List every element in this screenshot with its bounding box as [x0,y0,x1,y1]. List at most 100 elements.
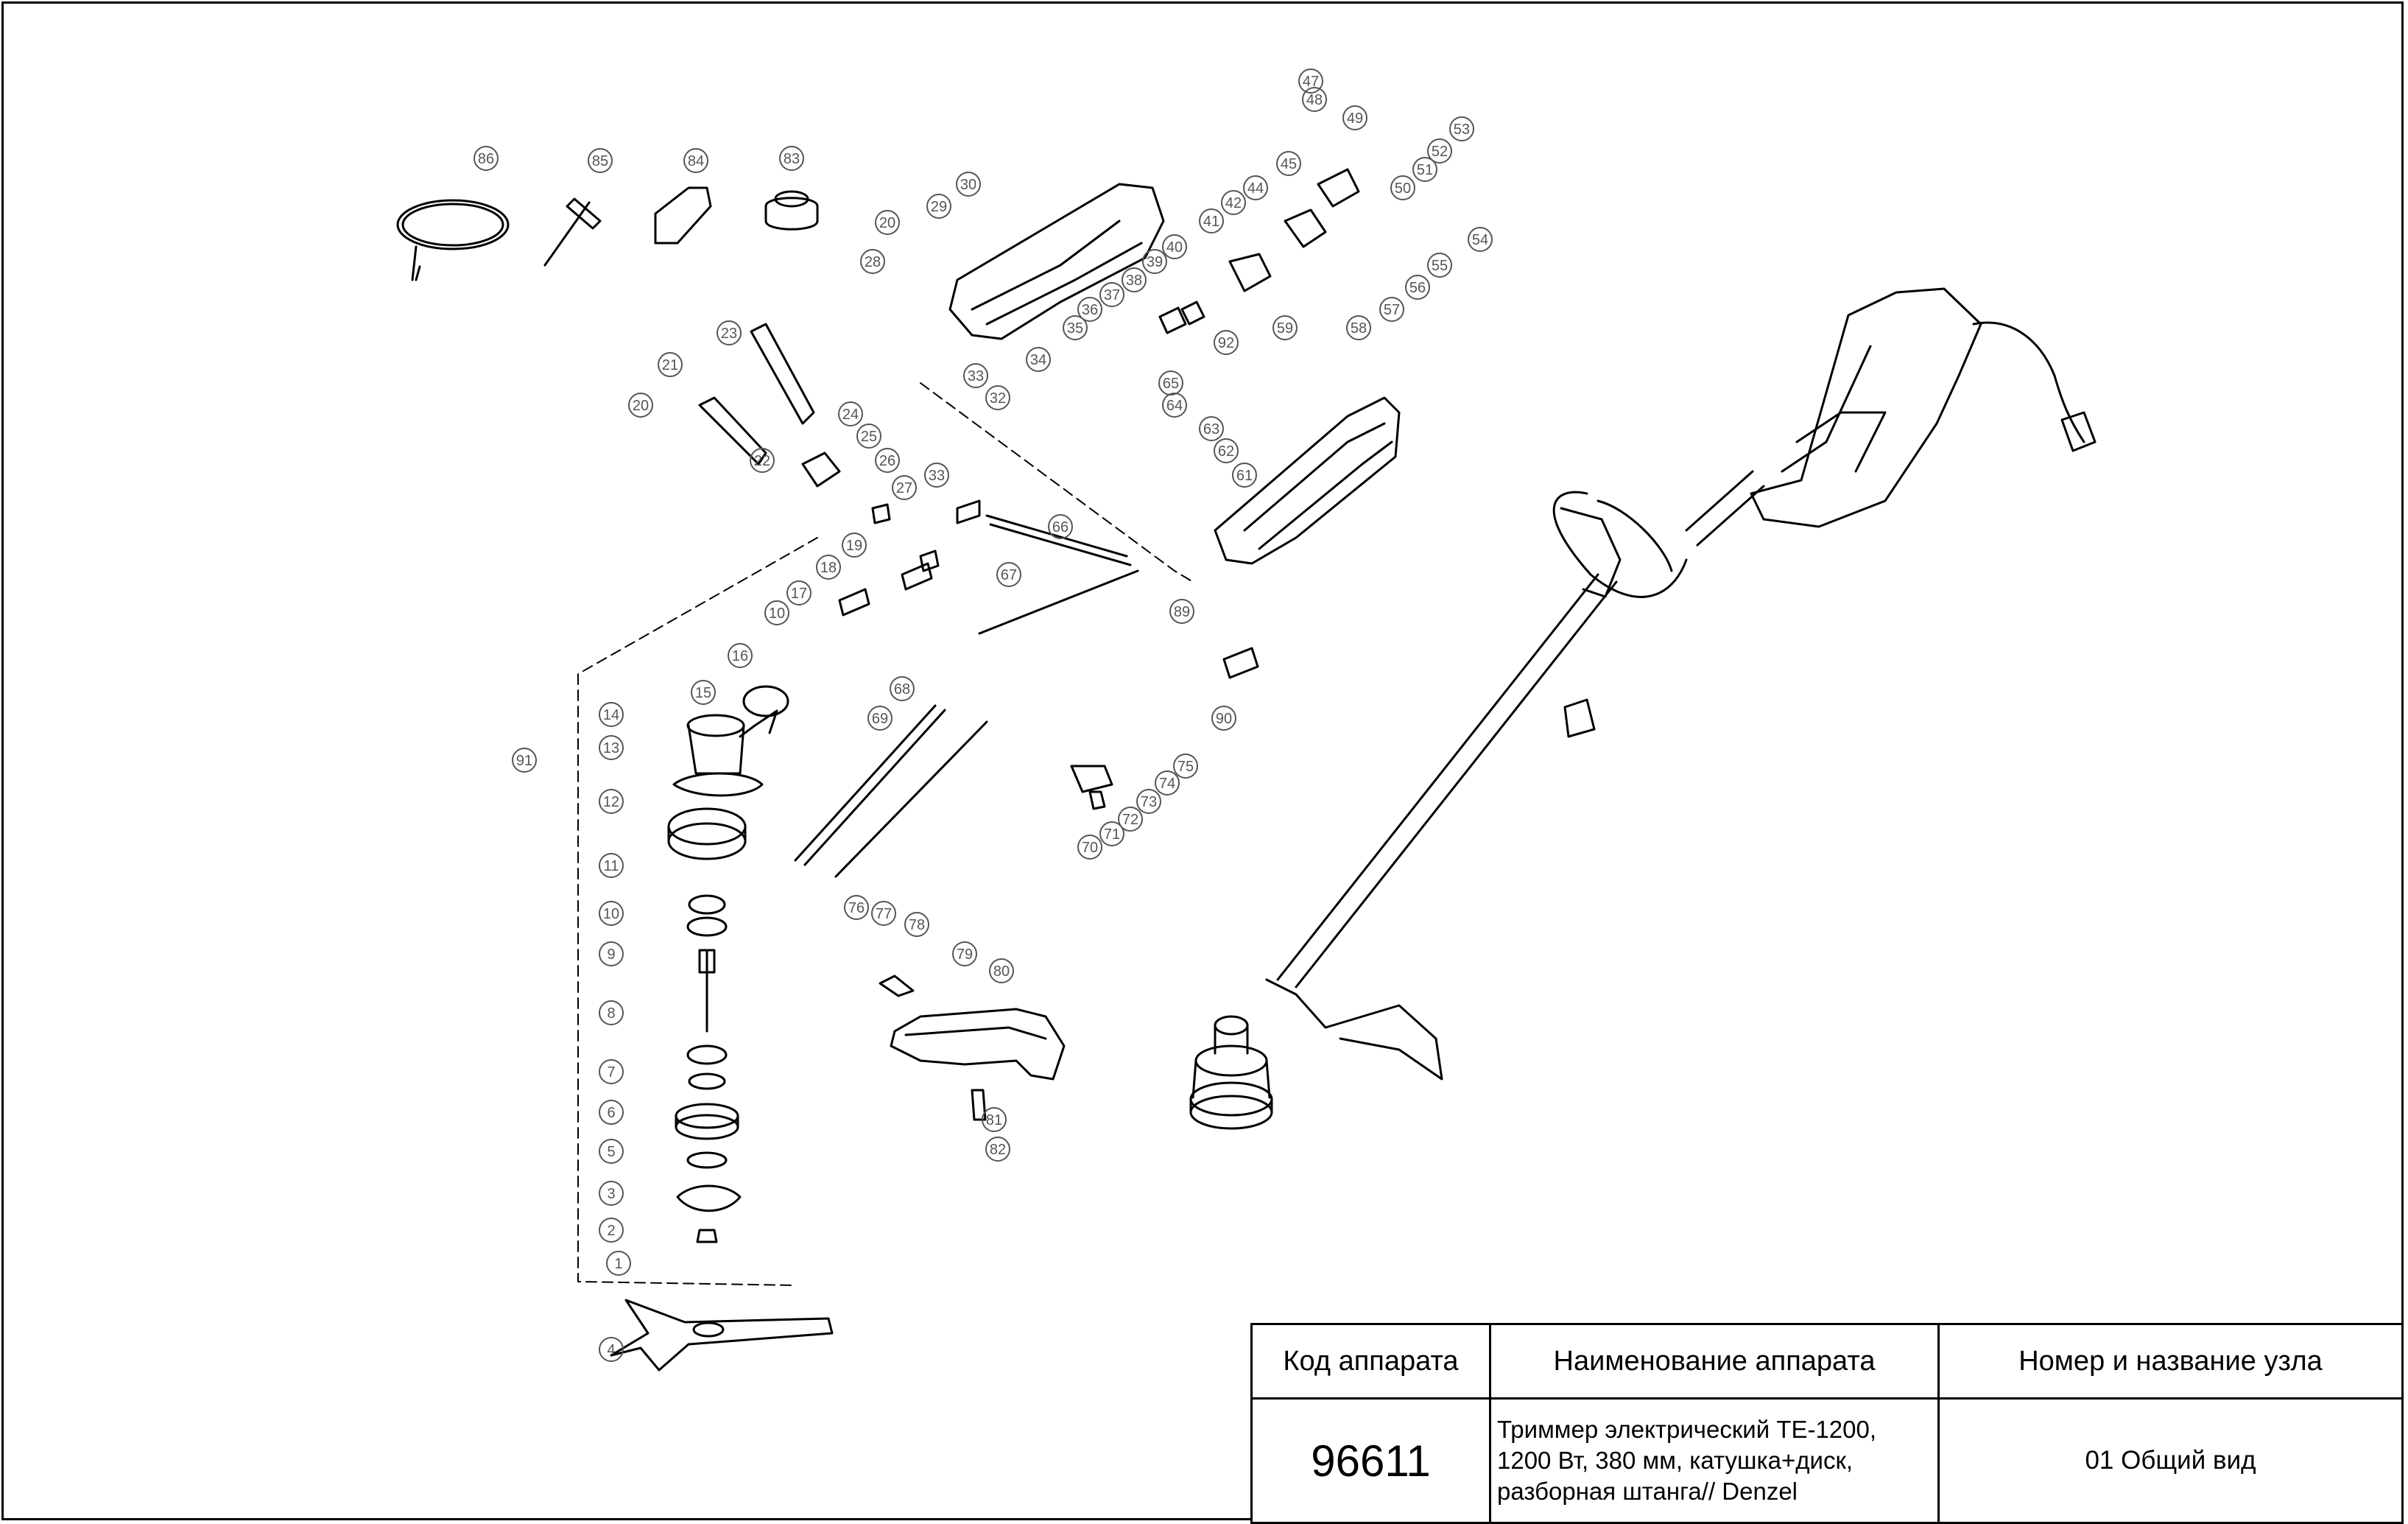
header-code: Код аппарата [1250,1323,1491,1400]
part-number-label: 15 [695,685,711,701]
part-number-label: 51 [1417,162,1433,178]
part-number-label: 33 [929,468,945,484]
part-callout [750,448,775,473]
part-callout [599,789,624,814]
part-callout [764,600,789,625]
shaft-tubes [794,514,1139,878]
part-number-label: 34 [1030,352,1046,368]
part-callout [875,448,900,473]
part-callout [1077,297,1102,322]
part-number-label: 82 [990,1142,1006,1158]
part-callout [717,320,742,345]
part-number-label: 13 [603,740,619,756]
device-name-line: разборная штанга// Denzel [1497,1478,1798,1505]
part-callout [1214,438,1239,463]
part-number-label: 64 [1166,398,1183,414]
part-callout [658,352,683,377]
motor-parts [1158,168,1360,334]
part-callout [1099,821,1124,846]
part-callout [963,363,988,388]
header-node: Номер и название узла [1937,1323,2404,1400]
part-callout [1162,393,1187,418]
part-callout [1155,770,1180,796]
part-number-label: 44 [1247,180,1264,197]
part-number-label: 50 [1395,180,1411,197]
part-number-label: 47 [1303,74,1319,90]
part-number-label: 3 [607,1186,615,1202]
part-callout [985,1137,1010,1162]
part-callout [1077,835,1102,860]
part-number-label: 5 [607,1144,615,1160]
part-callout [860,249,885,274]
part-callout [1136,789,1161,814]
part-callout [1199,208,1224,233]
part-callout [599,735,624,760]
part-number-label: 54 [1472,232,1488,248]
part-number-label: 39 [1147,254,1163,270]
part-callout [1276,151,1301,176]
part-callout [1142,249,1167,274]
part-number-label: 77 [876,906,892,922]
part-callout [1405,275,1430,300]
title-block: Код аппарата Наименование аппарата Номер… [1250,1323,2404,1524]
part-callout [924,463,949,488]
part-number-label: 59 [1277,320,1293,337]
part-number-label: 20 [879,215,895,231]
part-number-label: 66 [1052,519,1069,535]
part-number-label: 29 [931,199,947,215]
side-handle-parts [698,323,841,488]
assembled-trimmer [1189,287,2097,1130]
part-callout [1211,706,1236,731]
part-callout [842,533,867,558]
part-number-label: 49 [1347,110,1363,127]
device-name-line: 1200 Вт, 380 мм, катушка+диск, [1497,1447,1853,1474]
part-number-label: 53 [1454,122,1470,138]
part-callout [1026,347,1051,372]
part-callout [1346,315,1371,340]
gear-head [672,685,789,797]
part-callout [1099,282,1124,307]
part-callout [844,895,869,920]
part-callout [904,912,929,937]
part-number-label: 40 [1166,239,1183,256]
part-number-label: 25 [861,429,877,445]
part-callout [985,385,1010,410]
part-number-label: 68 [894,681,910,698]
part-number-label: 26 [879,453,895,469]
part-callout [691,680,716,705]
part-number-label: 70 [1082,840,1098,856]
part-callout [890,676,915,701]
part-callout [1199,416,1224,441]
part-number-label: 91 [516,753,532,769]
part-number-label: 20 [633,398,649,414]
head-stack [667,807,747,1243]
part-number-label: 65 [1163,376,1179,392]
part-number-label: 2 [607,1223,615,1239]
title-block-value-row: 96611 Триммер электрический TE-1200, 120… [1250,1397,2404,1524]
part-number-label: 17 [791,586,807,602]
part-number-label: 76 [848,900,865,916]
part-callout [982,1107,1007,1132]
part-number-label: 78 [909,917,925,933]
part-callout [599,1059,624,1084]
part-number-label: 4 [607,1342,615,1358]
part-callout [1232,463,1257,488]
header-name: Наименование аппарата [1489,1323,1940,1400]
part-callout [599,1181,624,1206]
part-number-label: 16 [732,648,748,664]
device-name: Триммер электрический TE-1200, 1200 Вт, … [1489,1397,1940,1524]
part-callout [473,146,499,171]
part-callout [892,475,917,500]
part-number-label: 69 [872,711,888,727]
part-number-label: 80 [993,963,1010,980]
cutting-blade [610,1299,834,1372]
part-number-label: 12 [603,794,619,810]
part-callout [1063,315,1088,340]
accessories [396,186,819,281]
part-number-label: 83 [784,151,800,167]
part-callout [606,1251,631,1276]
part-number-label: 90 [1216,711,1232,727]
part-number-label: 92 [1218,335,1234,351]
part-number-label: 48 [1306,92,1323,108]
